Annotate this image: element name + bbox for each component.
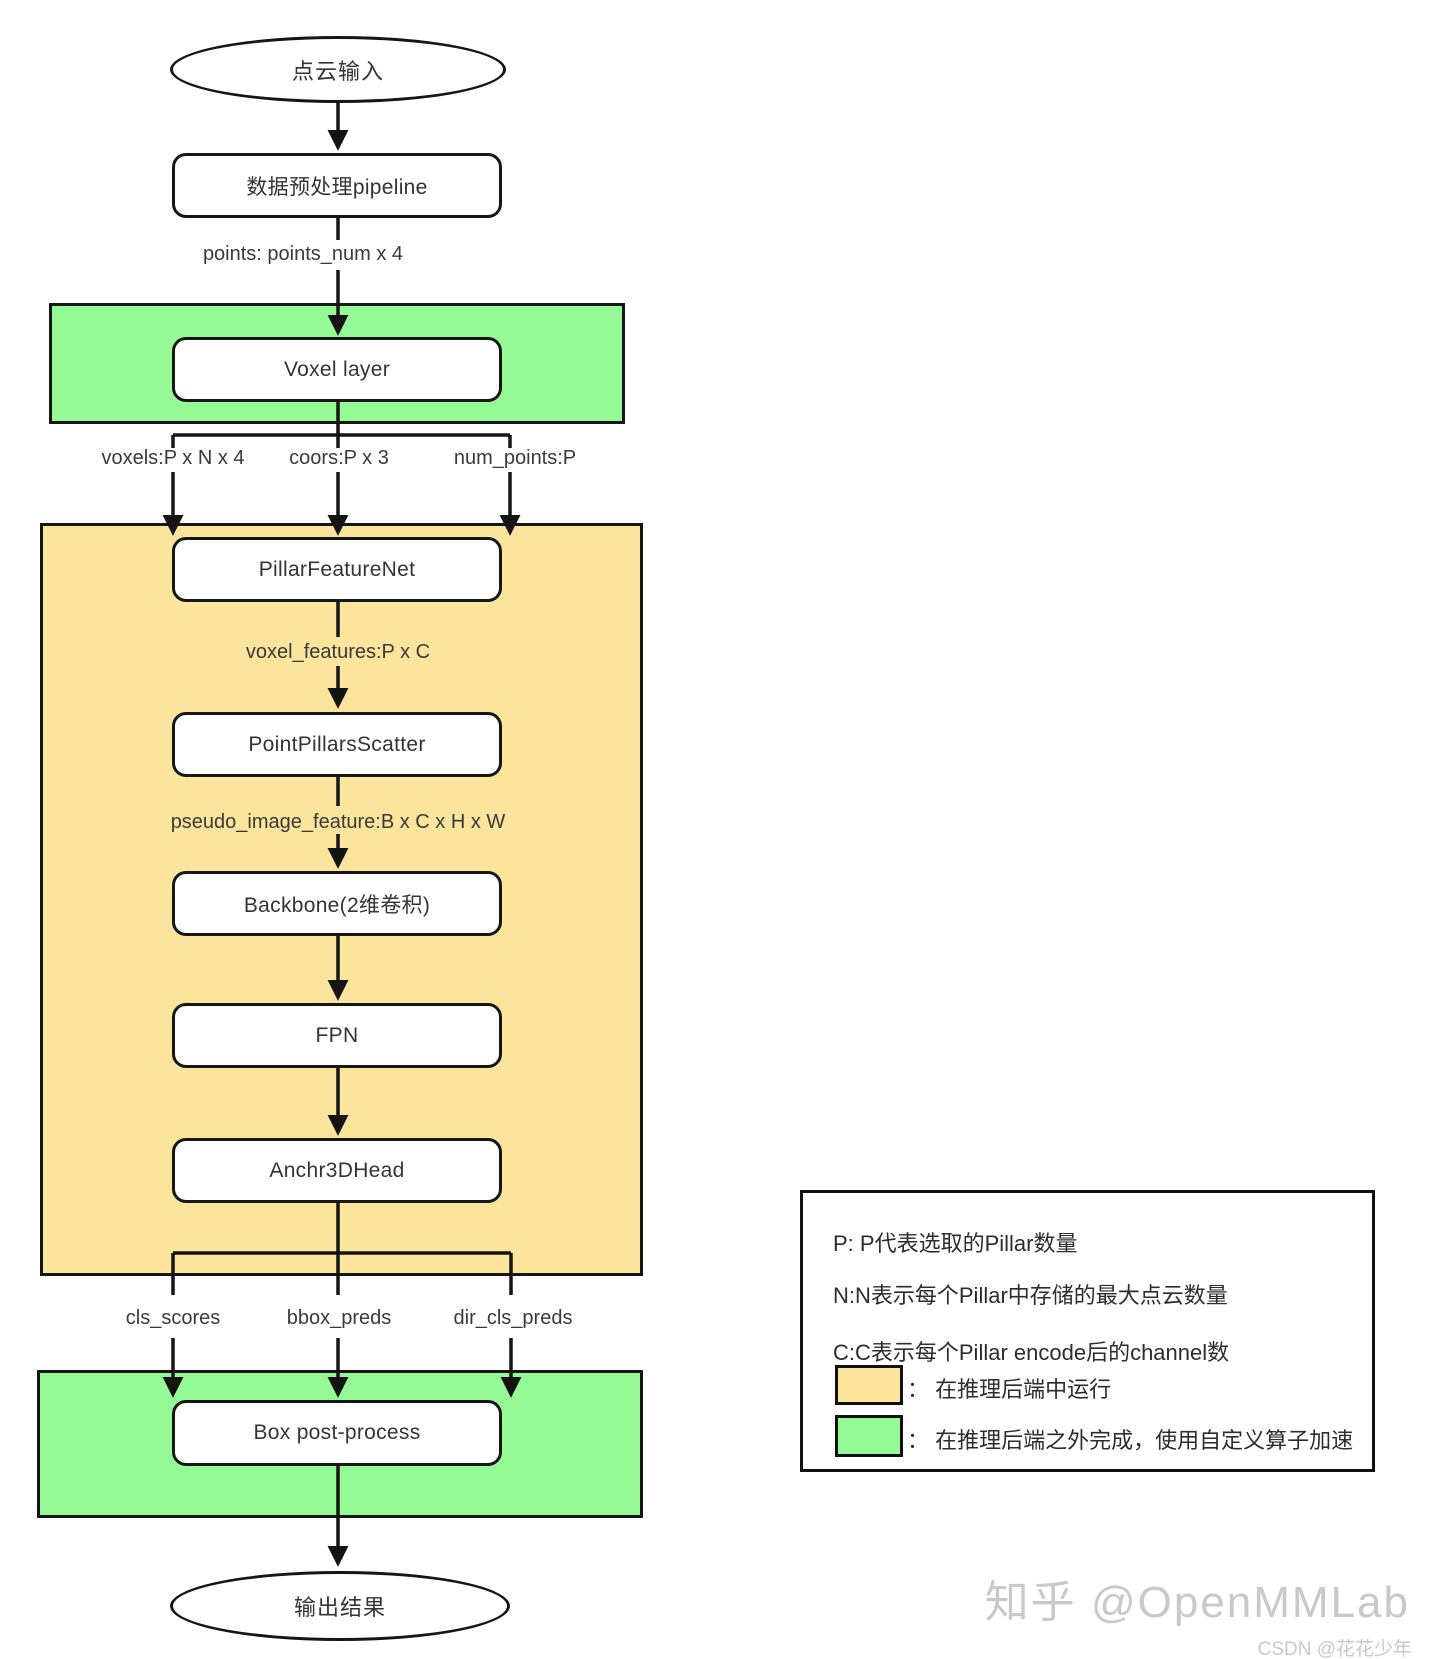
edge-label-num-points: num_points:P [453,446,577,469]
node-preprocess: 数据预处理pipeline [172,153,502,218]
legend-note-p: P: P代表选取的Pillar数量 [833,1231,1078,1256]
node-box-post-process: Box post-process [172,1400,502,1466]
legend-note-n: N:N表示每个Pillar中存储的最大点云数量 [833,1283,1228,1308]
legend-swatch-green [835,1415,903,1457]
legend-swatch-yellow [835,1365,903,1405]
edge-label-points: points: points_num x 4 [202,242,404,265]
node-input: 点云输入 [170,36,506,103]
edge-label-voxels: voxels:P x N x 4 [101,446,245,469]
node-point-pillars-scatter: PointPillarsScatter [172,712,502,777]
legend-box: P: P代表选取的Pillar数量 N:N表示每个Pillar中存储的最大点云数… [800,1190,1375,1472]
legend-label-yellow: ： 在推理后端中运行 [907,1377,1112,1402]
watermark-csdn: CSDN @花花少年 [1257,1639,1412,1659]
edge-label-voxel-features: voxel_features:P x C [245,640,431,663]
edge-label-cls-scores: cls_scores [125,1306,221,1329]
node-voxel-layer: Voxel layer [172,337,502,402]
watermark-zhihu-openmmlab: 知乎 @OpenMMLab [984,1578,1410,1627]
edge-label-coors: coors:P x 3 [289,446,389,469]
edge-label-pseudo-image: pseudo_image_feature:B x C x H x W [170,810,506,833]
legend-label-green: ： 在推理后端之外完成，使用自定义算子加速 [907,1428,1354,1453]
edge-label-dir-cls-preds: dir_cls_preds [453,1306,573,1329]
node-fpn: FPN [172,1003,502,1068]
node-anchor3d-head: Anchr3DHead [172,1138,502,1203]
legend-note-c: C:C表示每个Pillar encode后的channel数 [833,1340,1230,1365]
node-pillar-feature-net: PillarFeatureNet [172,537,502,602]
edge-label-bbox-preds: bbox_preds [286,1306,392,1329]
node-output: 输出结果 [170,1571,510,1641]
node-backbone: Backbone(2维卷积) [172,871,502,936]
